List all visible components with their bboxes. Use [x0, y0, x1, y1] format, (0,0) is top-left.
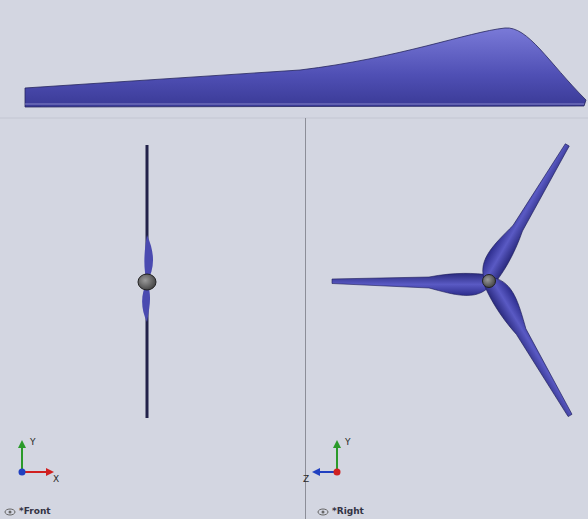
axis-label: Y [345, 437, 351, 448]
view-name: *Right [332, 506, 364, 517]
view-divider [0, 118, 588, 119]
rotor-blade [476, 138, 574, 285]
axis-label: Z [303, 474, 309, 485]
axis-triad [312, 440, 341, 476]
axis-label: X [53, 474, 59, 485]
blade-plan [25, 28, 586, 107]
blade-edge [25, 104, 584, 105]
rotor-hub [483, 275, 496, 288]
view-icon [5, 509, 328, 515]
rotor-front [138, 145, 156, 418]
rotor-blade [482, 274, 582, 420]
view-name: *Front [19, 506, 51, 517]
axis-triad [18, 440, 54, 476]
axis-label: Y [30, 437, 36, 448]
rotor-blade [332, 273, 489, 295]
view-divider [305, 118, 306, 519]
rotor-right [332, 138, 582, 420]
